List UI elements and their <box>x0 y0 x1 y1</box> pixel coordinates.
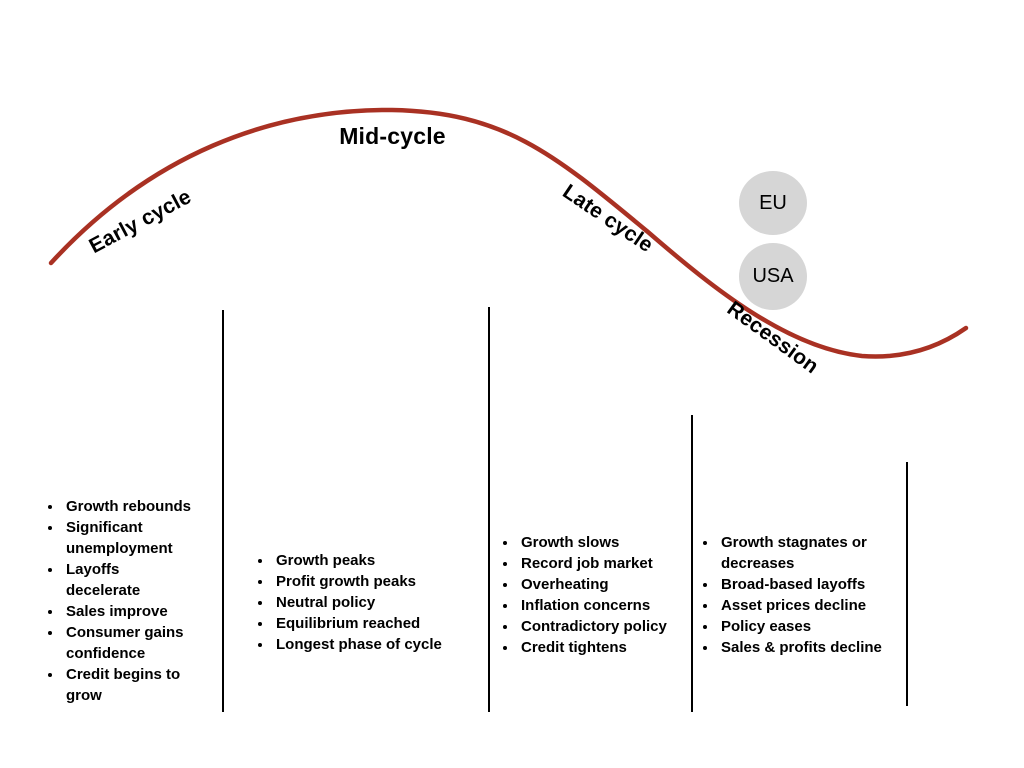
phase-label-mid-cycle: Mid-cycle <box>339 123 446 149</box>
bullet-item: Broad-based layoffs <box>718 574 923 595</box>
bullet-item: Contradictory policy <box>518 616 708 637</box>
early-cycle-bullet-list: Growth reboundsSignificant unemploymentL… <box>45 496 233 706</box>
bullet-item: Growth peaks <box>273 550 493 571</box>
divider-recession-end <box>906 462 908 706</box>
eu-marker-circle: EU <box>739 171 807 235</box>
bullet-item: Consumer gains confidence <box>63 622 233 664</box>
bullet-item: Record job market <box>518 553 708 574</box>
bullet-item: Credit tightens <box>518 637 708 658</box>
usa-marker-label: USA <box>752 265 794 287</box>
bullet-item: Sales & profits decline <box>718 637 923 658</box>
bullet-item: Longest phase of cycle <box>273 634 493 655</box>
bullet-item: Policy eases <box>718 616 923 637</box>
usa-marker-circle: USA <box>739 243 807 310</box>
bullet-item: Growth slows <box>518 532 708 553</box>
divider-late-recession <box>691 415 693 712</box>
recession-bullet-list: Growth stagnates or decreasesBroad-based… <box>700 532 923 658</box>
bullet-item: Credit begins to grow <box>63 664 233 706</box>
bullet-item: Overheating <box>518 574 708 595</box>
eu-marker-label: EU <box>759 191 787 214</box>
bullet-item: Growth rebounds <box>63 496 233 517</box>
bullet-item: Inflation concerns <box>518 595 708 616</box>
bullet-item: Profit growth peaks <box>273 571 493 592</box>
bullet-item: Layoffs decelerate <box>63 559 233 601</box>
late-cycle-bullet-list: Growth slowsRecord job marketOverheating… <box>500 532 708 658</box>
bullet-item: Growth stagnates or decreases <box>718 532 923 574</box>
bullet-item: Equilibrium reached <box>273 613 493 634</box>
divider-early-mid <box>222 310 224 712</box>
bullet-item: Asset prices decline <box>718 595 923 616</box>
bullet-item: Significant unemployment <box>63 517 233 559</box>
bullet-item: Sales improve <box>63 601 233 622</box>
cycle-curve <box>48 107 969 359</box>
divider-mid-late <box>488 307 490 712</box>
bullet-item: Neutral policy <box>273 592 493 613</box>
mid-cycle-bullet-list: Growth peaksProfit growth peaksNeutral p… <box>255 550 493 655</box>
